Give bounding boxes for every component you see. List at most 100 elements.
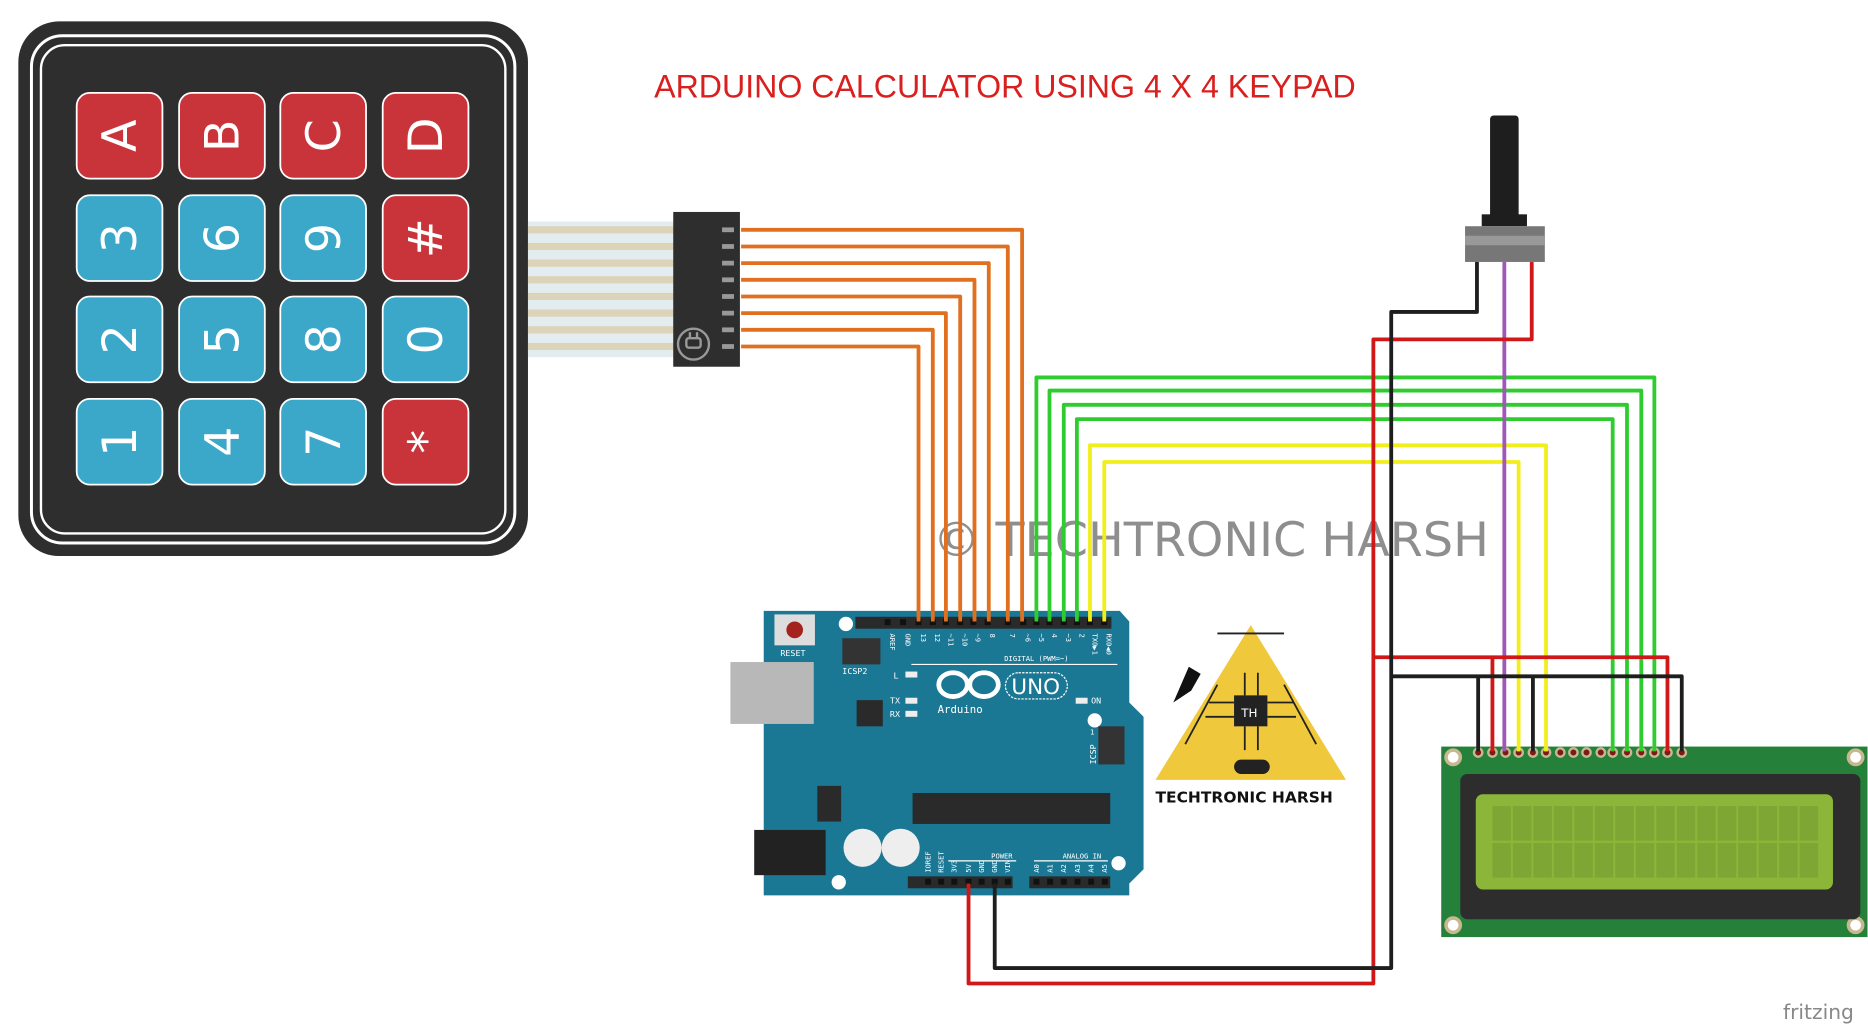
key-label: 7 — [297, 427, 352, 457]
key-8[interactable]: 8 — [279, 295, 367, 384]
wire-black-gnd — [992, 261, 1684, 970]
led-on-label: ON — [1091, 696, 1101, 706]
logo-text: TECHTRONIC HARSH — [1155, 789, 1332, 807]
power-pin-label: VIN — [1003, 860, 1012, 873]
power-pin-label: 3V3 — [950, 860, 959, 873]
led-tx-label: TX — [890, 696, 900, 706]
watermark: © TECHTRONIC HARSH — [933, 513, 1489, 568]
led-l-label: L — [894, 671, 899, 681]
digital-pin-label: 7 — [1008, 633, 1017, 637]
key-label: * — [399, 430, 454, 454]
key-label: 0 — [399, 324, 454, 354]
digital-pin-label: ~11 — [946, 633, 955, 646]
analog-label: ANALOG IN — [1063, 851, 1102, 860]
key-label: 8 — [297, 324, 352, 354]
icsp-pin1-label: 1 — [1090, 728, 1094, 737]
wire-orange-keypad-5 — [741, 294, 963, 622]
wire-red-5v — [966, 261, 1670, 986]
key-label: 3 — [93, 223, 148, 253]
key-label: A — [93, 119, 148, 152]
led-rx-label: RX — [890, 709, 900, 719]
power-pin-label: 5V — [964, 863, 973, 872]
potentiometer[interactable] — [1465, 115, 1545, 262]
logo-monogram: TH — [1240, 706, 1257, 720]
wire-yellow — [1088, 443, 1548, 752]
wire-orange-keypad-1 — [741, 227, 1025, 622]
wire-green — [1034, 375, 1657, 752]
digital-pin-label: 2 — [1077, 633, 1086, 637]
techtronic-harsh-logo: TH TECHTRONIC HARSH — [1155, 625, 1346, 807]
digital-pin-label: ~6 — [1024, 633, 1033, 642]
key-3[interactable]: 3 — [75, 194, 164, 282]
key-label: 5 — [196, 324, 251, 354]
digital-pin-label: ~10 — [961, 633, 970, 646]
key-4[interactable]: 4 — [178, 397, 266, 486]
key-D[interactable]: D — [381, 91, 470, 180]
key-1[interactable]: 1 — [75, 397, 164, 486]
key-label: 1 — [93, 427, 148, 457]
key-#[interactable]: # — [381, 194, 470, 282]
keypad-connector — [673, 211, 740, 367]
digital-pin-label: 13 — [919, 633, 928, 642]
key-2[interactable]: 2 — [75, 295, 164, 384]
digital-pin-label: 12 — [933, 633, 942, 642]
wire-orange-keypad-7 — [741, 327, 935, 622]
key-C[interactable]: C — [279, 91, 367, 180]
analog-pin-label: A5 — [1100, 864, 1109, 873]
reset-label: RESET — [780, 648, 805, 658]
key-0[interactable]: 0 — [381, 295, 470, 384]
analog-pin-label: A0 — [1032, 864, 1041, 873]
digital-pin-label: AREF — [888, 633, 897, 650]
plug-icon — [676, 327, 711, 361]
digital-pin-label: 8 — [988, 633, 997, 637]
key-*[interactable]: * — [381, 397, 470, 486]
key-label: C — [297, 119, 352, 152]
fritzing-brand: fritzing — [1783, 1000, 1854, 1024]
key-label: B — [196, 119, 251, 152]
power-pin-label: GND — [977, 860, 986, 873]
power-label: POWER — [991, 851, 1013, 860]
key-A[interactable]: A — [75, 91, 164, 180]
wires — [741, 227, 1684, 986]
analog-header — [1029, 876, 1111, 889]
key-7[interactable]: 7 — [279, 397, 367, 486]
key-label: 2 — [93, 324, 148, 354]
digital-pin-label: TX0▶1 — [1090, 633, 1099, 654]
key-B[interactable]: B — [178, 91, 266, 180]
analog-pin-label: A1 — [1045, 864, 1054, 873]
usb-port — [730, 662, 814, 724]
key-label: 6 — [196, 223, 251, 253]
key-9[interactable]: 9 — [279, 194, 367, 282]
power-jack — [754, 829, 826, 876]
wire-orange-keypad-6 — [741, 311, 948, 622]
digital-pin-label: GND — [903, 633, 912, 646]
wire-orange-keypad-2 — [741, 244, 1010, 622]
power-pin-label: RESET — [937, 851, 946, 873]
analog-pin-label: A4 — [1087, 864, 1096, 873]
digital-label: DIGITAL (PWM=~) — [1004, 654, 1068, 663]
digital-pin-label: 4 — [1050, 633, 1059, 637]
power-pin-label: GND — [990, 860, 999, 873]
uno-label: UNO — [1011, 675, 1060, 700]
icsp-label: ICSP — [1088, 744, 1098, 764]
keypad-ribbon-cable — [527, 211, 740, 367]
key-label: 9 — [297, 223, 352, 253]
power-pin-label: IOREF — [923, 851, 932, 872]
key-5[interactable]: 5 — [178, 295, 266, 384]
digital-pin-label: ~9 — [974, 633, 983, 642]
lcd-16x2-display — [1441, 746, 1868, 938]
analog-pin-label: A2 — [1059, 864, 1068, 873]
digital-header — [855, 616, 1112, 629]
digital-pin-label: ~3 — [1064, 633, 1073, 642]
icsp2-label: ICSP2 — [842, 666, 867, 676]
key-6[interactable]: 6 — [178, 194, 266, 282]
key-label: # — [399, 218, 454, 258]
arduino-brand: Arduino — [938, 703, 983, 716]
analog-pin-label: A3 — [1073, 864, 1082, 873]
wire-orange-keypad-4 — [741, 277, 977, 622]
wire-orange-keypad-8 — [741, 344, 921, 622]
power-header — [907, 876, 1013, 889]
